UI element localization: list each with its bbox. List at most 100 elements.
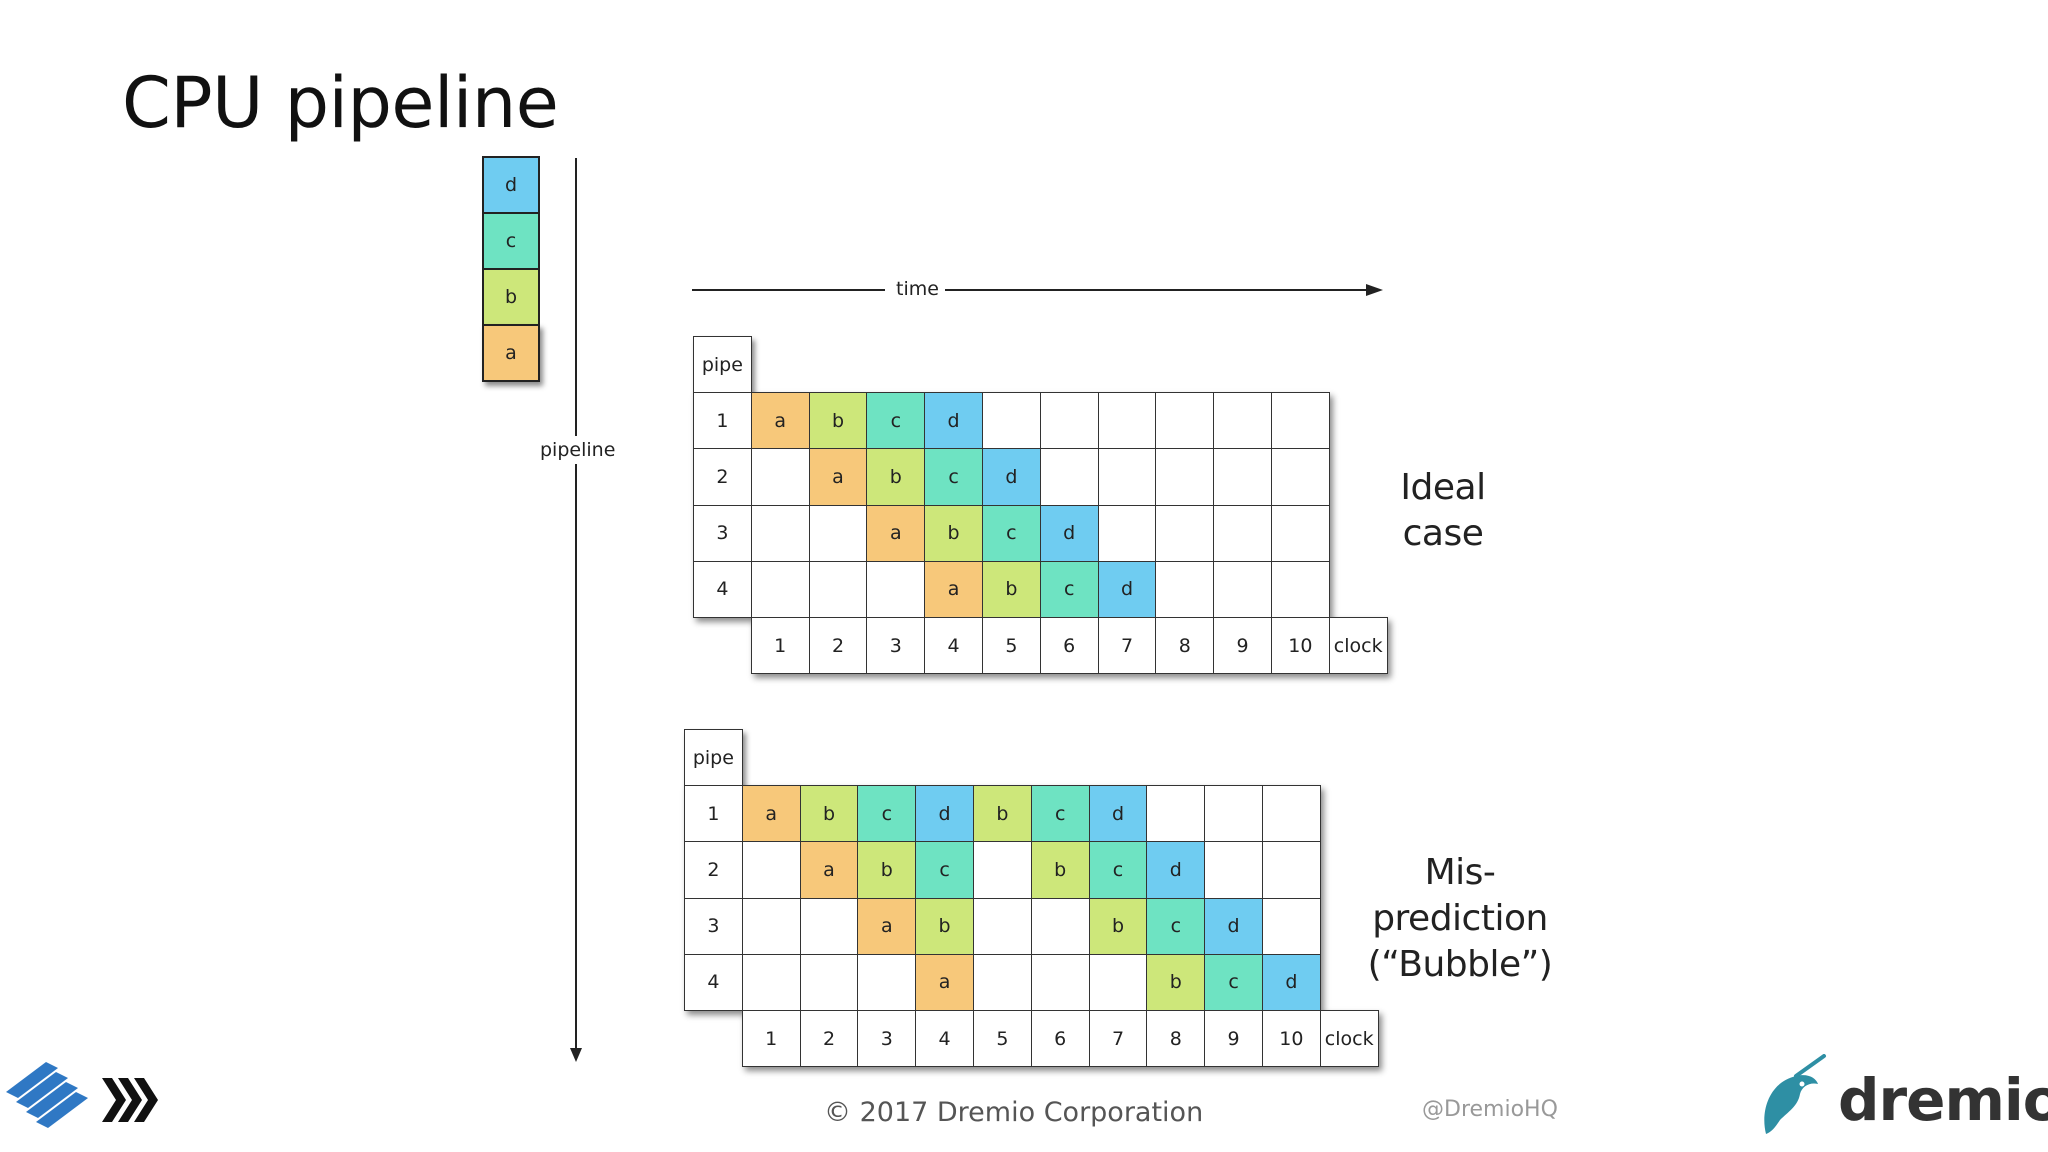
stage-cell: c [1146, 897, 1206, 955]
stage-cell [1213, 392, 1272, 450]
stage-cell [1155, 560, 1215, 618]
stage-cell [982, 392, 1041, 450]
clock-cell: 8 [1155, 617, 1215, 675]
stage-cell [1097, 392, 1157, 450]
pipe-number-cell: 2 [693, 448, 752, 506]
stage-cell: d [1039, 504, 1099, 562]
stage-cell: d [1097, 560, 1157, 618]
pipe-header-cell: pipe [693, 336, 752, 394]
stage-cell [1155, 448, 1215, 506]
clock-cell: 10 [1262, 1010, 1321, 1068]
stage-cell [1097, 504, 1157, 562]
clock-label-cell: clock [1328, 617, 1388, 675]
stage-cell [1271, 560, 1330, 618]
stage-cell [808, 560, 868, 618]
stage-cell [1030, 953, 1090, 1011]
clock-cell: 7 [1097, 617, 1157, 675]
stage-cell: a [750, 392, 810, 450]
stage-cell [750, 448, 810, 506]
stage-cell: d [915, 785, 974, 843]
clock-cell: 1 [741, 1010, 801, 1068]
stack-cell-d: d [482, 156, 540, 214]
clock-cell: 8 [1146, 1010, 1206, 1068]
stage-cell: d [924, 392, 983, 450]
stage-cell: d [1146, 841, 1206, 899]
stage-cell [1039, 448, 1099, 506]
clock-label-cell: clock [1319, 1010, 1379, 1068]
clock-cell: 2 [799, 1010, 859, 1068]
stage-cell [1271, 448, 1330, 506]
ideal-case-label-line: Ideal case [1400, 467, 1486, 554]
stage-cell [1213, 560, 1272, 618]
pipeline-axis-arrowhead [570, 1048, 582, 1062]
pipe-number-cell: 4 [693, 560, 752, 618]
stage-cell [1030, 897, 1090, 955]
dremio-wordmark: dremio [1838, 1066, 2048, 1134]
pipe-number-cell: 2 [684, 841, 743, 899]
stage-cell: b [808, 392, 868, 450]
stage-cell [1213, 504, 1272, 562]
pipe-number-cell: 3 [684, 897, 743, 955]
clock-cell: 3 [857, 1010, 917, 1068]
stack-cell-a: a [482, 324, 540, 382]
stage-cell [1204, 841, 1263, 899]
stage-cell [857, 953, 917, 1011]
stage-cell [799, 953, 859, 1011]
stage-cell: c [857, 785, 917, 843]
stage-cell [741, 953, 801, 1011]
stage-cell [1271, 504, 1330, 562]
stage-cell: b [1146, 953, 1206, 1011]
misprediction-label-line-2: (“Bubble”) [1367, 944, 1553, 985]
left-logo [6, 1062, 158, 1128]
clock-cell: 5 [973, 1010, 1032, 1068]
stage-cell: c [1030, 785, 1090, 843]
stage-cell [750, 560, 810, 618]
stage-cell: d [1262, 953, 1321, 1011]
stage-cell [973, 953, 1032, 1011]
stage-cell [799, 897, 859, 955]
stage-cell [741, 841, 801, 899]
stage-cell [1213, 448, 1272, 506]
clock-cell: 6 [1039, 617, 1099, 675]
time-axis-label: time [896, 278, 939, 300]
stage-cell: d [1204, 897, 1263, 955]
stage-cell: a [866, 504, 926, 562]
page-title: CPU pipeline [122, 62, 559, 144]
clock-cell: 3 [866, 617, 926, 675]
clock-cell: 7 [1088, 1010, 1148, 1068]
clock-cell: 4 [924, 617, 983, 675]
stage-cell [1088, 953, 1148, 1011]
clock-cell: 4 [915, 1010, 974, 1068]
stage-cell: b [915, 897, 974, 955]
stage-cell: b [1030, 841, 1090, 899]
twitter-handle: @DremioHQ [1422, 1097, 1558, 1122]
clock-cell: 5 [982, 617, 1041, 675]
pipe-number-cell: 1 [693, 392, 752, 450]
stage-cell [1271, 392, 1330, 450]
stage-cell [741, 897, 801, 955]
stage-cell: b [1088, 897, 1148, 955]
stage-cell: b [973, 785, 1032, 843]
stage-cell [750, 504, 810, 562]
stage-cell: c [1204, 953, 1263, 1011]
pipe-header-cell: pipe [684, 729, 743, 787]
clock-cell: 9 [1204, 1010, 1263, 1068]
pipeline-axis-label: pipeline [538, 436, 618, 464]
stage-cell [1204, 785, 1263, 843]
misprediction-label-line-1: Mis-prediction [1372, 852, 1548, 939]
stage-cell: b [924, 504, 983, 562]
stage-cell: b [982, 560, 1041, 618]
clock-cell: 10 [1271, 617, 1330, 675]
stage-cell: c [924, 448, 983, 506]
stage-cell: c [1088, 841, 1148, 899]
clock-cell: 9 [1213, 617, 1272, 675]
stage-cell: b [799, 785, 859, 843]
stage-cell: a [799, 841, 859, 899]
misprediction-label: Mis-prediction (“Bubble”) [1340, 850, 1580, 988]
clock-cell: 1 [750, 617, 810, 675]
clock-cell: 2 [808, 617, 868, 675]
stage-cell [1262, 841, 1321, 899]
left-logo-chevrons-icon [102, 1078, 158, 1122]
stage-cell: b [866, 448, 926, 506]
